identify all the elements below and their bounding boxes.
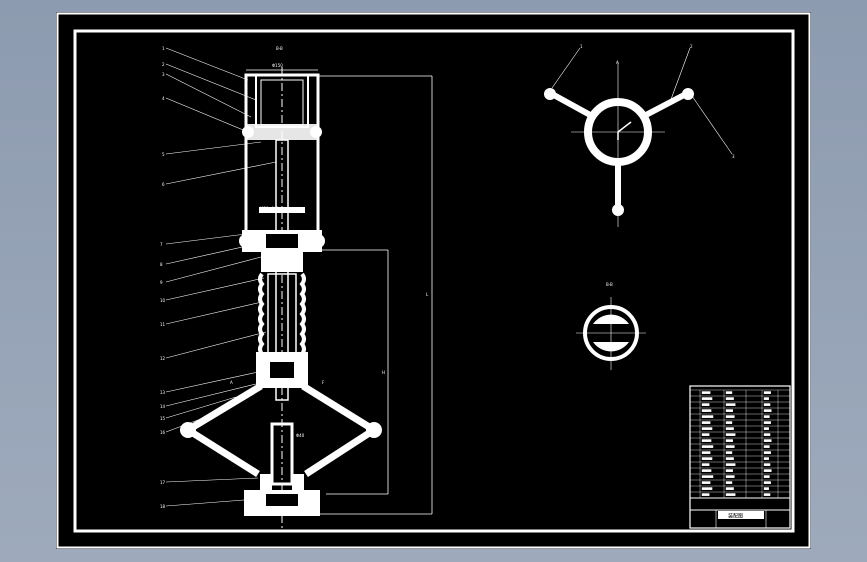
svg-text:5: 5	[162, 152, 165, 157]
parts-list-cell-text	[725, 469, 733, 472]
parts-list-cell-text	[763, 475, 770, 478]
top-view-tag-3: 3	[732, 154, 735, 159]
parts-list-cell-text	[701, 421, 711, 424]
inner-border	[73, 29, 795, 533]
parts-list-cell-text	[725, 427, 734, 430]
parts-list-cell-text	[701, 493, 710, 496]
parts-list-cell-text	[763, 451, 771, 454]
top-view-tag-2: 2	[690, 44, 693, 49]
parts-list-cell-text	[701, 451, 711, 454]
parts-list-cell-text	[701, 481, 711, 484]
title-block: 装配图	[689, 385, 791, 529]
leader-lines	[165, 47, 277, 507]
dimension-label-top: Φ150	[272, 63, 283, 68]
parts-list-cell-text	[701, 391, 711, 394]
parts-list-cell-text	[701, 487, 713, 490]
parts-list-cell-text	[763, 493, 771, 496]
parts-list-cell-text	[763, 433, 771, 436]
svg-text:10: 10	[160, 298, 166, 303]
parts-list-cell-text	[763, 397, 770, 400]
svg-text:14: 14	[160, 404, 166, 409]
section-label-top: B-B	[276, 46, 283, 51]
inner-label: M20×1.5	[260, 206, 279, 211]
parts-list-cell-text	[725, 493, 736, 496]
parts-list-cell-text	[763, 421, 771, 424]
svg-text:4: 4	[162, 96, 165, 101]
parts-list-cell-text	[701, 457, 713, 460]
svg-text:15: 15	[160, 416, 166, 421]
svg-text:1: 1	[162, 46, 165, 51]
parts-list-cell-text	[725, 403, 736, 406]
scissor-arms	[180, 383, 382, 477]
svg-text:2: 2	[162, 62, 165, 67]
top-view-tag-1: 1	[580, 44, 583, 49]
parts-list-cell-text	[725, 463, 736, 466]
note-label: Φ40	[296, 433, 305, 438]
svg-text:9: 9	[160, 280, 163, 285]
parts-list-cell-text	[725, 475, 735, 478]
parts-list-cell-text	[763, 457, 770, 460]
section-view: B-B	[576, 282, 646, 370]
svg-text:18: 18	[160, 504, 166, 509]
parts-list-cell-text	[763, 439, 772, 442]
svg-text:8: 8	[160, 262, 163, 267]
svg-text:7: 7	[160, 242, 163, 247]
tag-f: F	[322, 380, 325, 385]
parts-list-cell-text	[763, 409, 772, 412]
svg-text:11: 11	[160, 322, 166, 327]
parts-list-cell-text	[725, 391, 733, 394]
svg-text:12: 12	[160, 356, 166, 361]
parts-list-cell-text	[725, 445, 735, 448]
outer-border	[56, 12, 811, 549]
parts-list-cell-text	[725, 487, 734, 490]
svg-text:3: 3	[162, 72, 165, 77]
parts-list-cell-text	[701, 463, 710, 466]
parts-list-cell-text	[763, 487, 770, 490]
parts-list-cell-text	[725, 409, 733, 412]
parts-list-cell-text	[701, 409, 712, 412]
parts-list-cell-text	[701, 415, 714, 418]
parts-list-cell-text	[701, 445, 714, 448]
length-label: L	[426, 292, 429, 297]
parts-list-cell-text	[763, 427, 770, 430]
vertical-dim-label: H	[382, 370, 385, 375]
parts-list-cell-text	[763, 463, 771, 466]
parts-list-cell-text	[763, 415, 770, 418]
parts-list-cell-text	[701, 433, 710, 436]
parts-list-cell-text	[701, 439, 712, 442]
svg-text:17: 17	[160, 480, 166, 485]
parts-list-cell-text	[725, 451, 733, 454]
parts-list-cell-text	[701, 397, 713, 400]
title-block-title: 装配图	[728, 513, 743, 520]
section-view-label: B-B	[606, 282, 613, 287]
svg-text:16: 16	[160, 430, 166, 435]
parts-list-cell-text	[763, 469, 772, 472]
parts-list-cell-text	[701, 469, 712, 472]
spring	[258, 272, 306, 366]
parts-list-cell-text	[701, 475, 714, 478]
tag-a: A	[230, 380, 233, 385]
parts-list-cell-text	[725, 433, 736, 436]
parts-list-cell-text	[725, 397, 734, 400]
top-view: 1 2 3 A	[544, 44, 735, 227]
parts-list-cell-text	[725, 415, 735, 418]
parts-list-cell-text	[725, 481, 733, 484]
parts-list-cell-text	[763, 391, 771, 394]
parts-list-cell-text	[763, 403, 771, 406]
parts-list-cell-text	[725, 439, 733, 442]
parts-list-cell-text	[725, 421, 733, 424]
parts-list-cell-text	[725, 457, 734, 460]
parts-list-cell-text	[701, 427, 713, 430]
parts-list-cell-text	[701, 403, 710, 406]
top-view-label: A	[616, 60, 619, 65]
svg-text:13: 13	[160, 390, 166, 395]
parts-list-cell-text	[763, 445, 770, 448]
svg-text:6: 6	[162, 182, 165, 187]
parts-list-cell-text	[763, 481, 771, 484]
